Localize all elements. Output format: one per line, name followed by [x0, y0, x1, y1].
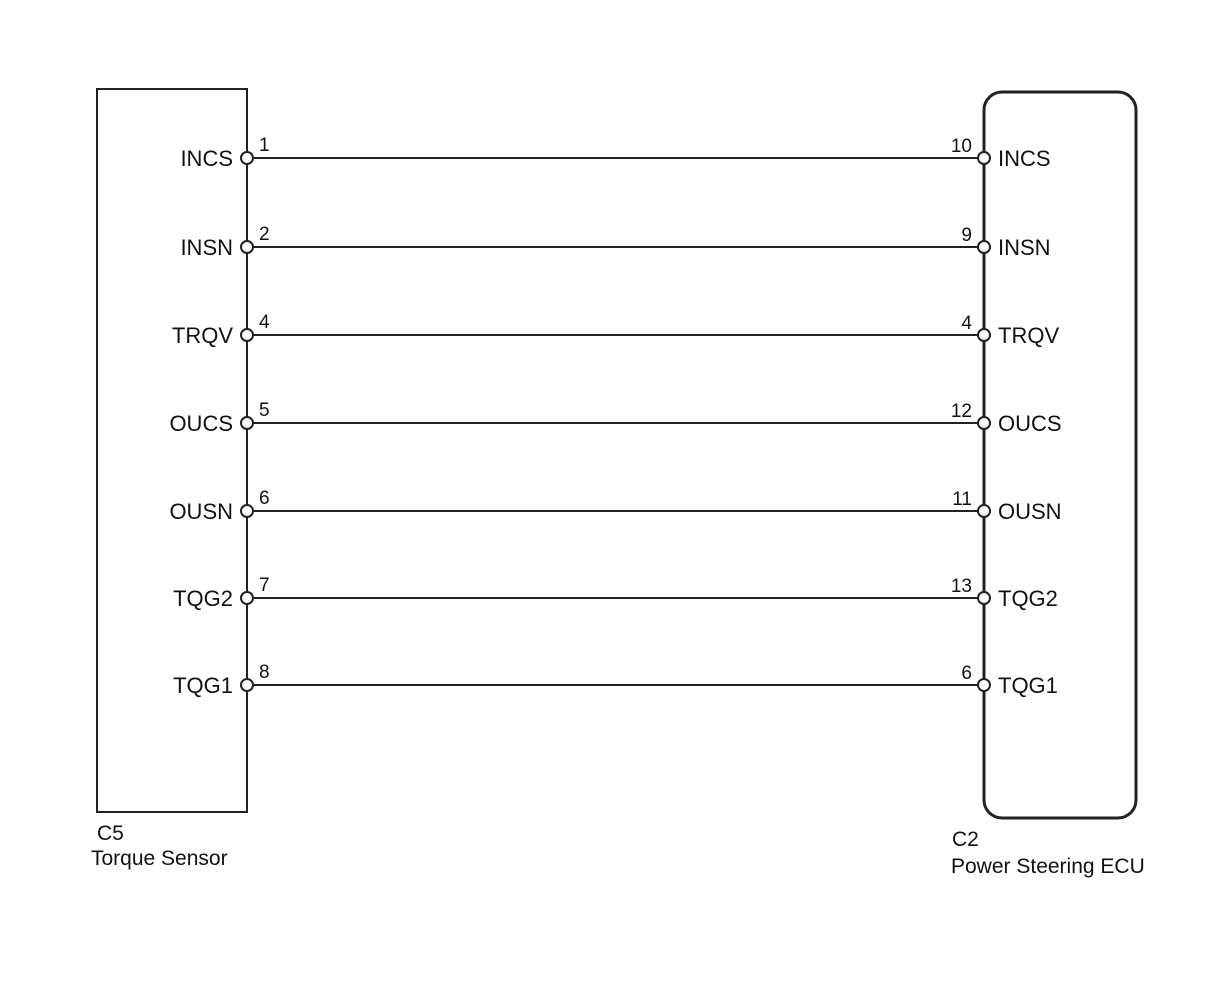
left-signal-label: OUCS	[169, 411, 233, 436]
right-signal-label: OUSN	[998, 499, 1062, 524]
left-terminal	[240, 151, 254, 165]
left-pin-number: 7	[259, 575, 270, 596]
right-pin-number: 11	[952, 489, 972, 510]
right-pin-number: 10	[951, 136, 972, 157]
left-pin-number: 2	[259, 224, 270, 245]
right-signal-label: TQG2	[998, 586, 1058, 611]
right-terminal	[977, 240, 991, 254]
right-signal-label: TQG1	[998, 673, 1058, 698]
left-pin-number: 6	[259, 488, 270, 509]
left-signal-label: OUSN	[169, 499, 233, 524]
left-pin-number: 4	[259, 312, 270, 333]
left-pin-number: 5	[259, 400, 270, 421]
power-steering-ecu-box	[982, 90, 1138, 820]
left-terminal	[240, 240, 254, 254]
wire-row: INCS 1 10 INCS	[180, 135, 1050, 171]
right-component-code: C2	[952, 828, 979, 851]
right-signal-label: OUCS	[998, 411, 1062, 436]
left-terminal	[240, 328, 254, 342]
right-terminal	[977, 504, 991, 518]
left-signal-label: TQG1	[173, 673, 233, 698]
right-signal-label: INCS	[998, 146, 1051, 171]
right-terminal	[977, 678, 991, 692]
right-signal-label: INSN	[998, 235, 1051, 260]
right-pin-number: 12	[951, 401, 972, 422]
left-terminal	[240, 416, 254, 430]
left-terminal	[240, 678, 254, 692]
right-terminal	[977, 151, 991, 165]
left-terminal	[240, 591, 254, 605]
right-pin-number: 6	[961, 663, 972, 684]
left-signal-label: TRQV	[172, 323, 233, 348]
right-terminal	[977, 416, 991, 430]
left-signal-label: TQG2	[173, 586, 233, 611]
left-component-name: Torque Sensor	[91, 847, 228, 870]
right-pin-number: 4	[961, 313, 972, 334]
wire-row: OUCS 5 12 OUCS	[169, 400, 1061, 436]
right-signal-label: TRQV	[998, 323, 1059, 348]
torque-sensor-box	[96, 88, 248, 813]
left-pin-number: 1	[259, 135, 270, 156]
left-component-code: C5	[97, 822, 124, 845]
right-pin-number: 9	[961, 225, 972, 246]
wire-row: OUSN 6 11 OUSN	[169, 488, 1061, 524]
left-terminal	[240, 504, 254, 518]
left-signal-label: INCS	[180, 146, 233, 171]
wire-row: TQG1 8 6 TQG1	[173, 662, 1058, 698]
left-signal-label: INSN	[180, 235, 233, 260]
right-terminal	[977, 328, 991, 342]
left-pin-number: 8	[259, 662, 270, 683]
wire-row: TQG2 7 13 TQG2	[173, 575, 1058, 611]
right-component-name: Power Steering ECU	[951, 855, 1145, 878]
right-pin-number: 13	[951, 576, 972, 597]
right-terminal	[977, 591, 991, 605]
wire-row: INSN 2 9 INSN	[180, 224, 1050, 260]
